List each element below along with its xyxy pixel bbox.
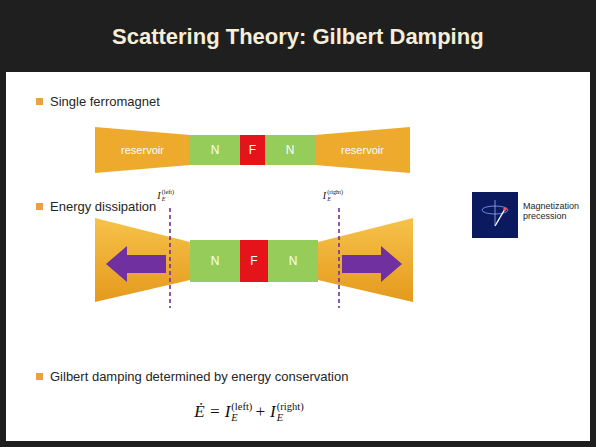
math-text: + I: [254, 402, 275, 421]
script-stack: (right)E: [277, 401, 304, 423]
math-text: Ė = I: [194, 402, 230, 421]
reservoir: reservoir: [315, 127, 410, 173]
energy-arrow: [342, 246, 402, 282]
script-stack: (right)E: [327, 189, 343, 202]
bullet-text: Single ferromagnet: [50, 94, 160, 109]
normal-metal-box: N: [265, 135, 315, 165]
bullet-square: [36, 98, 43, 105]
script-stack: (left)E: [162, 189, 174, 202]
reservoir-shape: [315, 127, 410, 173]
current-label: I(left)E: [157, 189, 176, 202]
subscript: E: [277, 412, 304, 423]
node-text: N: [211, 143, 220, 157]
subscript: E: [162, 196, 174, 203]
axis-line: [495, 200, 496, 226]
image-caption: Magnetization precession: [523, 201, 585, 222]
dashed-boundary: [169, 208, 171, 308]
normal-metal-box: N: [190, 240, 240, 282]
node-text: N: [211, 254, 220, 268]
current-label: I(right)E: [323, 189, 345, 202]
bullet-square: [36, 373, 43, 380]
precession-image: [472, 192, 518, 238]
vector-tip: [503, 207, 507, 211]
normal-metal-box: N: [190, 135, 240, 165]
normal-metal-box: N: [268, 240, 318, 282]
math-text: I: [157, 190, 160, 201]
superscript: (left): [162, 189, 174, 196]
node-text: N: [286, 143, 295, 157]
math-text: I: [323, 190, 326, 201]
bullet-square: [36, 203, 43, 210]
magnetization-vector: [495, 209, 505, 226]
bullet-text: Energy dissipation: [50, 199, 156, 214]
node-text: F: [249, 143, 256, 157]
dashed-boundary: [338, 208, 340, 308]
superscript: (left): [231, 401, 252, 412]
equation: Ė = I(left)E+ I(right)E: [194, 401, 305, 423]
node-text: N: [289, 254, 298, 268]
reservoir: reservoir: [95, 127, 190, 173]
script-stack: (left)E: [231, 401, 252, 423]
reservoir-shape: [95, 218, 190, 302]
energy-arrow: [106, 246, 166, 282]
ferromagnet-box: F: [240, 240, 268, 282]
superscript: (right): [327, 189, 343, 196]
reservoir-shape: [318, 218, 413, 302]
reservoir-shape: [95, 127, 190, 173]
node-text: F: [250, 254, 257, 268]
superscript: (right): [277, 401, 304, 412]
slide-title: Scattering Theory: Gilbert Damping: [112, 24, 484, 50]
bullet-text: Gilbert damping determined by energy con…: [50, 369, 348, 384]
node-text: reservoir: [121, 144, 164, 156]
ferromagnet-box: F: [240, 135, 265, 165]
subscript: E: [231, 412, 252, 423]
subscript: E: [327, 196, 343, 203]
node-text: reservoir: [341, 144, 384, 156]
